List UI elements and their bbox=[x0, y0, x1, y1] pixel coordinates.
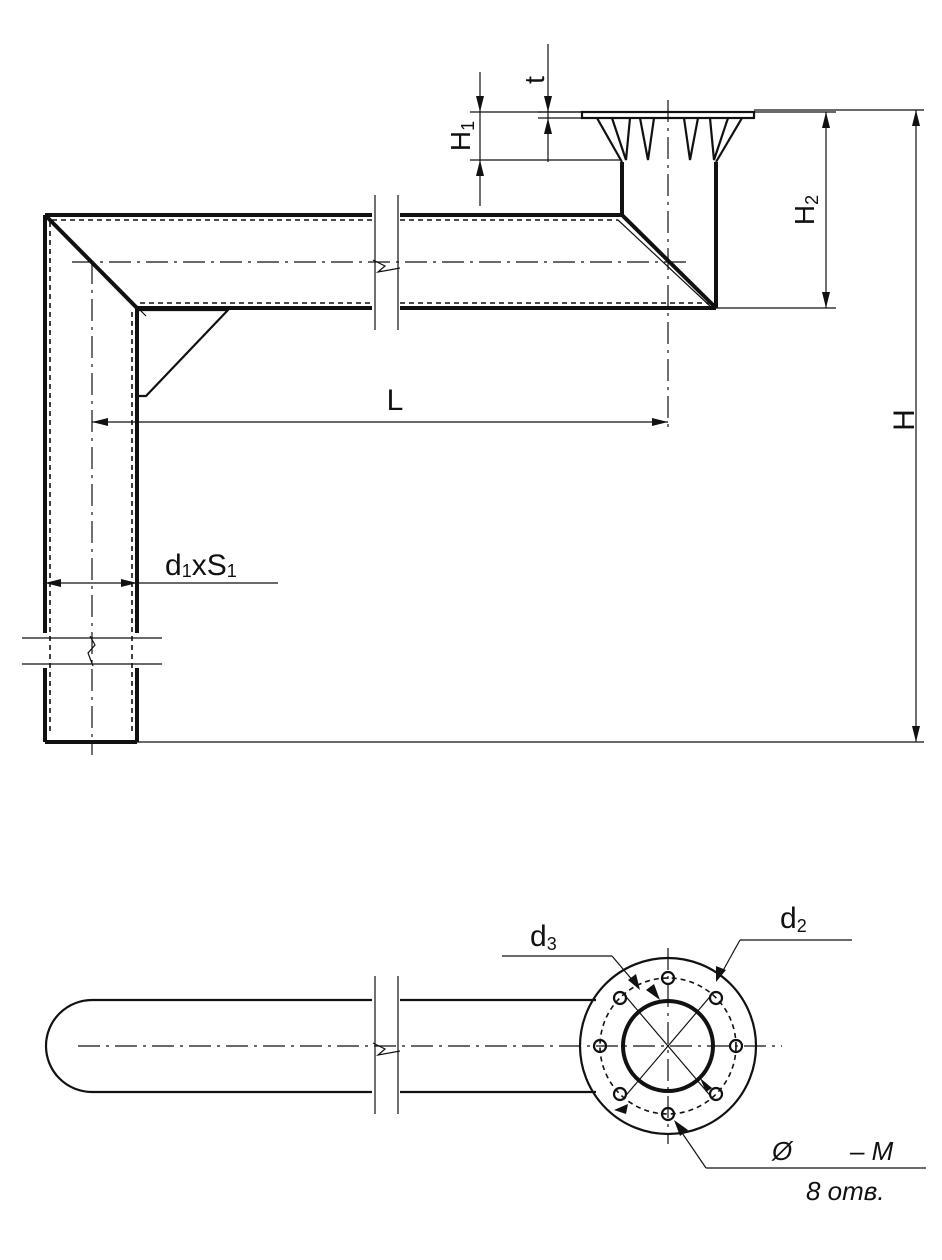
dimension-h1 bbox=[470, 72, 620, 206]
plan-pipe bbox=[44, 998, 782, 1094]
dimension-l bbox=[92, 418, 668, 426]
label-h1: H1 bbox=[445, 121, 478, 151]
label-hole-count: 8 отв. bbox=[806, 1176, 885, 1206]
horizontal-pipe bbox=[43, 213, 716, 310]
side-view: t H1 H2 H bbox=[22, 44, 924, 755]
dimension-h2 bbox=[716, 111, 836, 309]
leader-bolt-holes bbox=[614, 1078, 926, 1169]
label-h: H bbox=[888, 409, 921, 431]
flange bbox=[580, 110, 756, 163]
gusset-plate bbox=[137, 308, 231, 398]
label-l: L bbox=[387, 384, 404, 417]
label-d2: d2 bbox=[780, 902, 807, 936]
plan-flange bbox=[578, 948, 758, 1144]
riser-pipe bbox=[617, 100, 718, 428]
leader-d3 bbox=[502, 955, 660, 1000]
label-h2: H2 bbox=[789, 195, 822, 225]
dimension-t bbox=[538, 44, 582, 162]
plan-view: d3 d2 Ø – M 8 отв. bbox=[44, 902, 926, 1206]
vertical-break bbox=[22, 635, 162, 667]
label-d3: d3 bbox=[530, 920, 557, 954]
leader-d2 bbox=[716, 939, 852, 982]
label-t: t bbox=[519, 76, 550, 84]
label-hole-m: – M bbox=[849, 1136, 894, 1166]
plan-break bbox=[372, 976, 401, 1114]
horizontal-break bbox=[372, 195, 401, 330]
label-d1xs1: d1xS1 bbox=[165, 549, 237, 582]
dimension-h bbox=[137, 109, 924, 743]
label-hole-phi: Ø bbox=[771, 1136, 794, 1166]
dimension-d1xs1 bbox=[45, 579, 278, 587]
